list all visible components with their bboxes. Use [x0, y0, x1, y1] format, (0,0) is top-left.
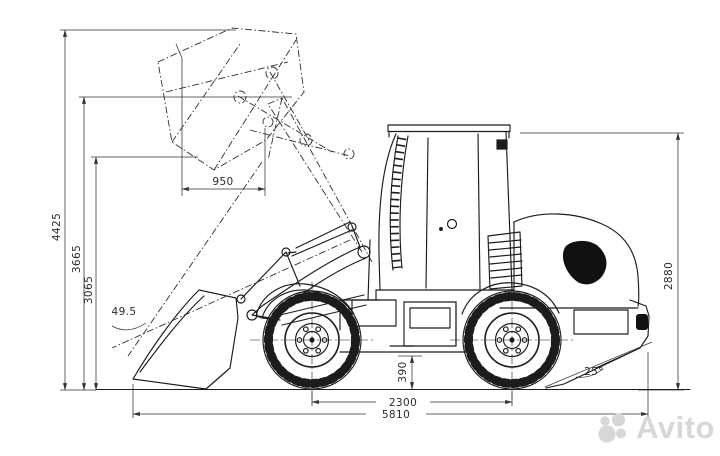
dim-hinge-pin-height-label: 3665 [71, 245, 83, 273]
dim-dump-reach-label: 950 [212, 176, 233, 188]
mid-frame [339, 289, 471, 353]
dim-cab-height-label: 2880 [663, 262, 675, 290]
dimension-labels: 4425 3665 3065 950 49.5 390 2300 5810 28… [51, 176, 675, 421]
front-wheel [249, 281, 375, 405]
watermark-text: Avito [636, 410, 715, 445]
door-handle [446, 218, 458, 230]
dimension-lines [60, 29, 684, 418]
watermark: Avito [597, 412, 715, 443]
rear-counterweight [545, 299, 650, 389]
engine-hood [461, 213, 640, 335]
dim-overall-length-label: 5810 [382, 409, 410, 421]
bucket-lowered [132, 289, 239, 390]
rear-wheel [449, 281, 575, 405]
cab [375, 124, 523, 291]
dim-ground-clearance-label: 390 [397, 361, 409, 382]
cab-rear-latch [496, 139, 508, 150]
dim-max-height-label: 4425 [51, 213, 63, 241]
avito-logo-icon [598, 412, 627, 443]
tail-light [636, 314, 648, 330]
hood-intake-vent [562, 240, 607, 285]
dim-dump-clearance-label: 3065 [83, 276, 95, 304]
machine-body [95, 124, 691, 405]
dim-departure-angle-label: 25° [584, 366, 604, 378]
dim-wheelbase-label: 2300 [389, 397, 417, 409]
dim-dump-angle-label: 49.5 [112, 306, 137, 318]
